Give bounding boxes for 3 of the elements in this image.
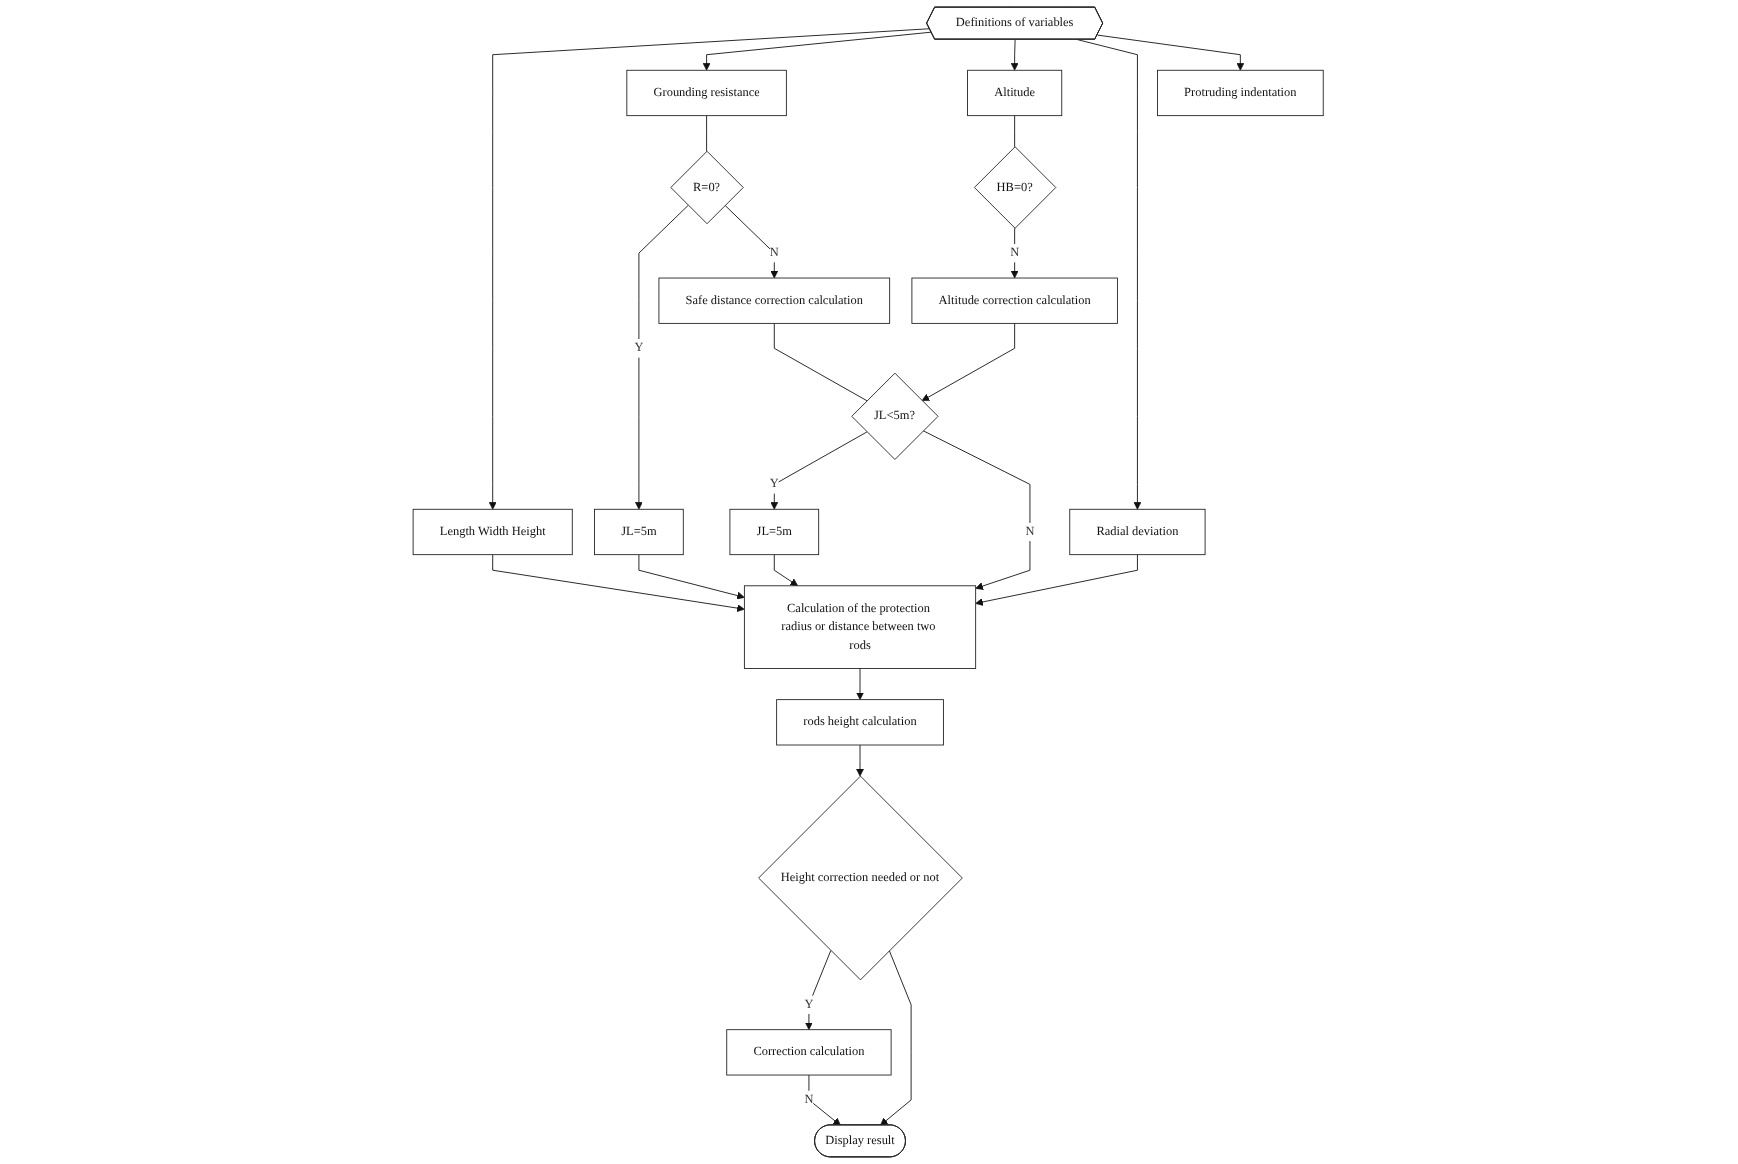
connector [1015,115,1016,148]
connector [774,322,869,402]
connector [706,115,708,152]
